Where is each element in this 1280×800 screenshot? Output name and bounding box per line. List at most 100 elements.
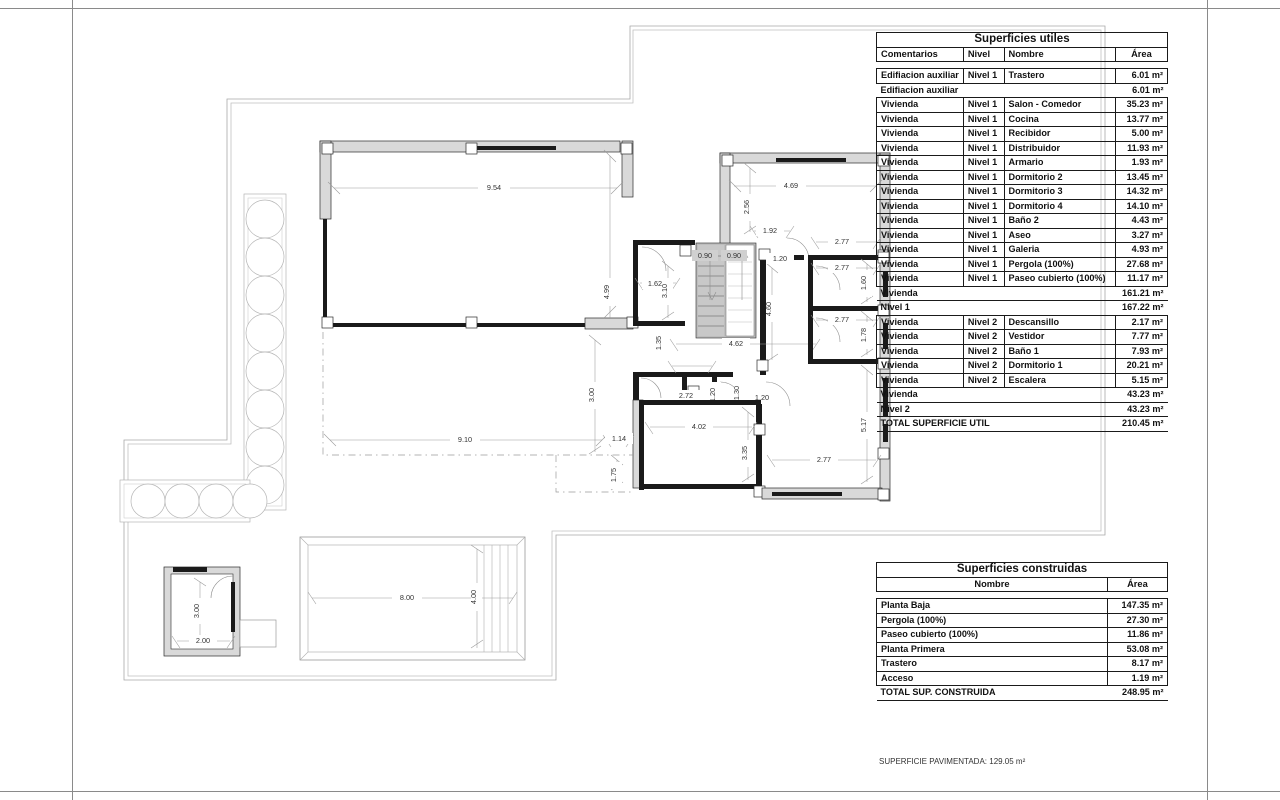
- cell-nivel: Nivel 1: [962, 111, 1005, 127]
- cell-summary-area: 6.01 m²: [1115, 82, 1168, 98]
- cell-nombre: Armario: [1003, 155, 1116, 171]
- cell-nivel: Nivel 1: [962, 169, 1005, 185]
- floor-plan-drawing: .w { fill:#d9d9d9; stroke:#2a2a2a; strok…: [72, 0, 1207, 800]
- cell-area: 2.17 m²: [1114, 314, 1169, 330]
- planter-tree-icon: [130, 483, 268, 519]
- dim-trastero-width: 2.00: [196, 636, 210, 645]
- dim-pool-length: 8.00: [400, 593, 414, 602]
- cell-area: 8.17 m²: [1106, 656, 1169, 672]
- cell-nombre: Aseo: [1003, 227, 1116, 243]
- cell-nombre: Descansillo: [1003, 314, 1116, 330]
- cell-comentarios: Vivienda: [876, 97, 964, 113]
- cell-nombre: Recibidor: [1003, 126, 1116, 142]
- cell-area: 13.45 m²: [1114, 169, 1169, 185]
- cell-summary-area: 43.23 m²: [1115, 401, 1168, 417]
- cell-area: 6.01 m²: [1114, 68, 1169, 84]
- col-area: Área: [1106, 576, 1169, 592]
- dim-dorm4-height: 5.17: [859, 418, 868, 432]
- cell-area: 5.15 m²: [1114, 372, 1169, 388]
- cell-summary-area: 43.23 m²: [1115, 387, 1168, 403]
- table-row: Paseo cubierto (100%)11.86 m²: [876, 627, 1169, 643]
- cell-area: 27.30 m²: [1106, 612, 1169, 628]
- dim-pool-width: 4.00: [469, 590, 478, 604]
- table-title: Superficies utiles: [876, 32, 1168, 48]
- dim-cocina-width: 4.69: [784, 181, 798, 190]
- cell-nombre: Cocina: [1003, 111, 1116, 127]
- dim-stair-run-b: 0.90: [727, 251, 741, 260]
- cell-area: 4.93 m²: [1114, 242, 1169, 258]
- col-area: Área: [1114, 46, 1169, 62]
- cell-area: 4.43 m²: [1114, 213, 1169, 229]
- sheet-frame-bottom: [0, 791, 1280, 792]
- planter-horizontal: [119, 479, 268, 523]
- cell-nombre: Dormitorio 3: [1003, 184, 1116, 200]
- cell-area: 14.10 m²: [1114, 198, 1169, 214]
- cell-nombre: Dormitorio 4: [1003, 198, 1116, 214]
- dim-distribuidor-height: 4.60: [764, 302, 773, 316]
- col-comentarios: Comentarios: [876, 46, 964, 62]
- cell-nombre: Planta Baja: [876, 598, 1108, 614]
- dim-stair-run-a: 0.90: [698, 251, 712, 260]
- cell-comentarios: Vivienda: [876, 227, 964, 243]
- cell-comentarios: Vivienda: [876, 111, 964, 127]
- cell-nombre: Salon - Comedor: [1003, 97, 1116, 113]
- dim-cocina-inner: 1.92: [763, 226, 777, 235]
- cell-nivel: Nivel 1: [962, 227, 1005, 243]
- cell-area: 20.21 m²: [1114, 358, 1169, 374]
- cell-nombre: Baño 1: [1003, 343, 1116, 359]
- cell-nombre: Baño 2: [1003, 213, 1116, 229]
- cell-area: 11.86 m²: [1106, 627, 1169, 643]
- cell-area: 53.08 m²: [1106, 641, 1169, 657]
- cell-area: 11.17 m²: [1114, 271, 1169, 287]
- planter-tree-icon: [245, 199, 285, 505]
- sheet-frame-right: [1207, 0, 1208, 800]
- dim-salon-height: 4.99: [602, 285, 611, 299]
- dim-distribuidor-width: 4.62: [729, 339, 743, 348]
- dim-aseo-door: 1.20: [708, 388, 717, 402]
- col-nivel: Nivel: [962, 46, 1005, 62]
- dim-dorm2-height: 1.60: [859, 276, 868, 290]
- col-nombre: Nombre: [1003, 46, 1116, 62]
- cell-comentarios: Vivienda: [876, 314, 964, 330]
- table-title-row: Superficies construidas: [876, 562, 1168, 578]
- cell-nombre: Escalera: [1003, 372, 1116, 388]
- cell-area: 27.68 m²: [1114, 256, 1169, 272]
- cell-area: 147.35 m²: [1106, 598, 1169, 614]
- dim-dorm3-height: 1.78: [859, 328, 868, 342]
- cell-comentarios: Vivienda: [876, 155, 964, 171]
- cell-nombre: Paseo cubierto (100%): [876, 627, 1108, 643]
- cell-nombre: Dormitorio 2: [1003, 169, 1116, 185]
- cell-area: 5.00 m²: [1114, 126, 1169, 142]
- dim-door-stair: 1.20: [773, 254, 787, 263]
- staircase: 0.90 0.90: [679, 242, 757, 339]
- dim-cocina-height: 2.56: [742, 200, 751, 214]
- cell-comentarios: Vivienda: [876, 343, 964, 359]
- cell-comentarios: Vivienda: [876, 329, 964, 345]
- swimming-pool: 8.00 4.00: [299, 536, 526, 661]
- cell-comentarios: Vivienda: [876, 358, 964, 374]
- cell-area: 1.93 m²: [1114, 155, 1169, 171]
- cell-summary-label: Nivel 2: [876, 401, 1116, 417]
- cell-nivel: Nivel 2: [962, 372, 1005, 388]
- cell-comentarios: Vivienda: [876, 213, 964, 229]
